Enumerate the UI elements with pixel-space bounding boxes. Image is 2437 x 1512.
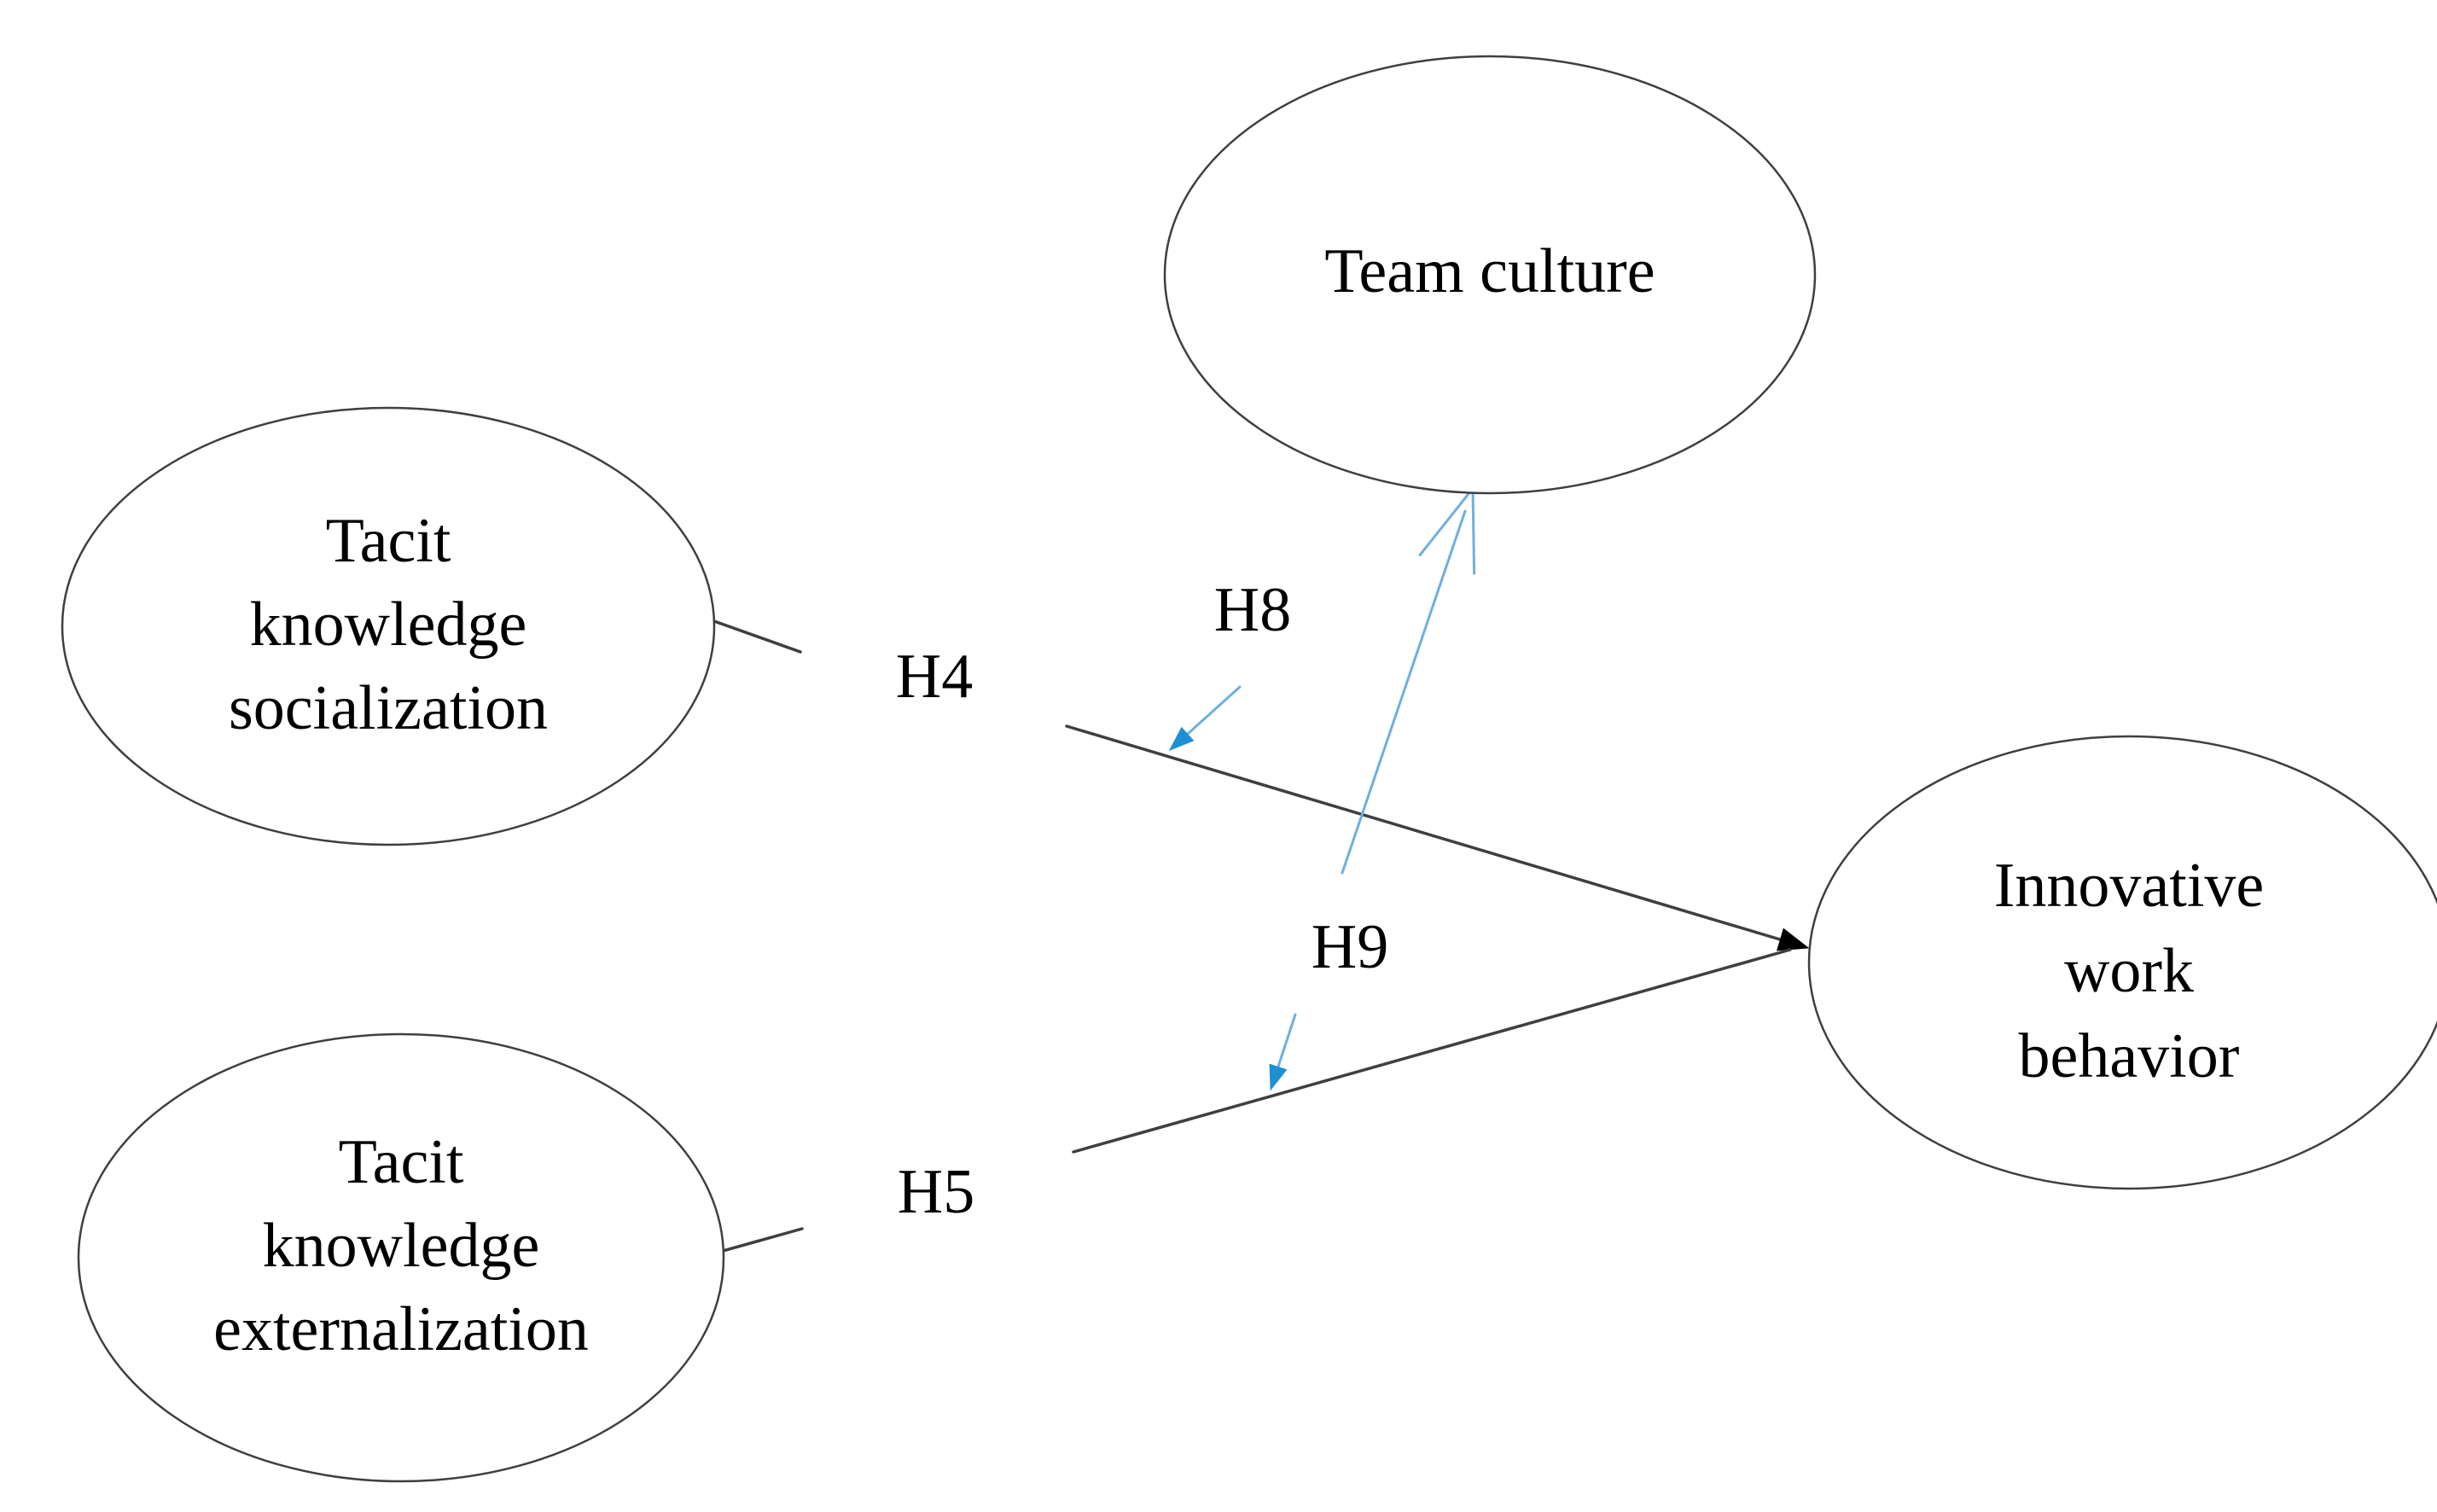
- arrowhead-path-h4: [1776, 928, 1810, 951]
- node-tacit-knowledge-socialization-label-line-1: Tacit: [326, 506, 451, 576]
- node-tacit-knowledge-externalization-ellipse: [77, 1032, 725, 1483]
- node-tacit-knowledge-externalization-label-line-1: Tacit: [339, 1127, 464, 1197]
- connector-moderation-h9-lower: [1277, 1013, 1297, 1068]
- node-tacit-knowledge-socialization-ellipse: [61, 406, 716, 846]
- connector-moderation-h8: [1186, 685, 1242, 736]
- node-tacit-knowledge-externalization-label-line-2: knowledge: [263, 1211, 540, 1281]
- node-innovative-work-behavior-ellipse: [1807, 735, 2437, 1190]
- connector-stub-socialization: [712, 619, 802, 654]
- node-innovative-work-behavior-label-line-2: work: [2064, 936, 2194, 1006]
- hypothesis-label-h5: H5: [898, 1157, 974, 1227]
- arrowhead-moderation-h9-lower: [1269, 1063, 1288, 1091]
- node-tacit-knowledge-externalization-label-line-3: externalization: [213, 1294, 589, 1364]
- arrowhead-moderation-h8: [1168, 726, 1195, 752]
- node-innovative-work-behavior-label-line-1: Innovative: [1994, 851, 2264, 921]
- hypothesis-label-h4: H4: [896, 642, 973, 712]
- node-team-culture-ellipse: [1163, 55, 1817, 495]
- diagram-canvas: TacitknowledgesocializationTacitknowledg…: [61, 55, 2437, 1483]
- node-innovative-work-behavior-label-line-3: behavior: [2019, 1021, 2240, 1091]
- connector-path-h5: [1072, 948, 1792, 1154]
- hypothesis-label-h8: H8: [1214, 575, 1291, 645]
- hypothesis-label-h9: H9: [1312, 912, 1388, 982]
- node-team-culture-label-line-1: Team culture: [1324, 236, 1655, 306]
- node-tacit-knowledge-socialization-label-line-2: knowledge: [250, 590, 527, 660]
- node-tacit-knowledge-socialization-label-line-3: socialization: [229, 673, 548, 743]
- connector-moderation-h9-upper: [1341, 509, 1467, 875]
- connector-stub-externalization: [715, 1227, 804, 1254]
- connector-path-h4: [1065, 724, 1782, 941]
